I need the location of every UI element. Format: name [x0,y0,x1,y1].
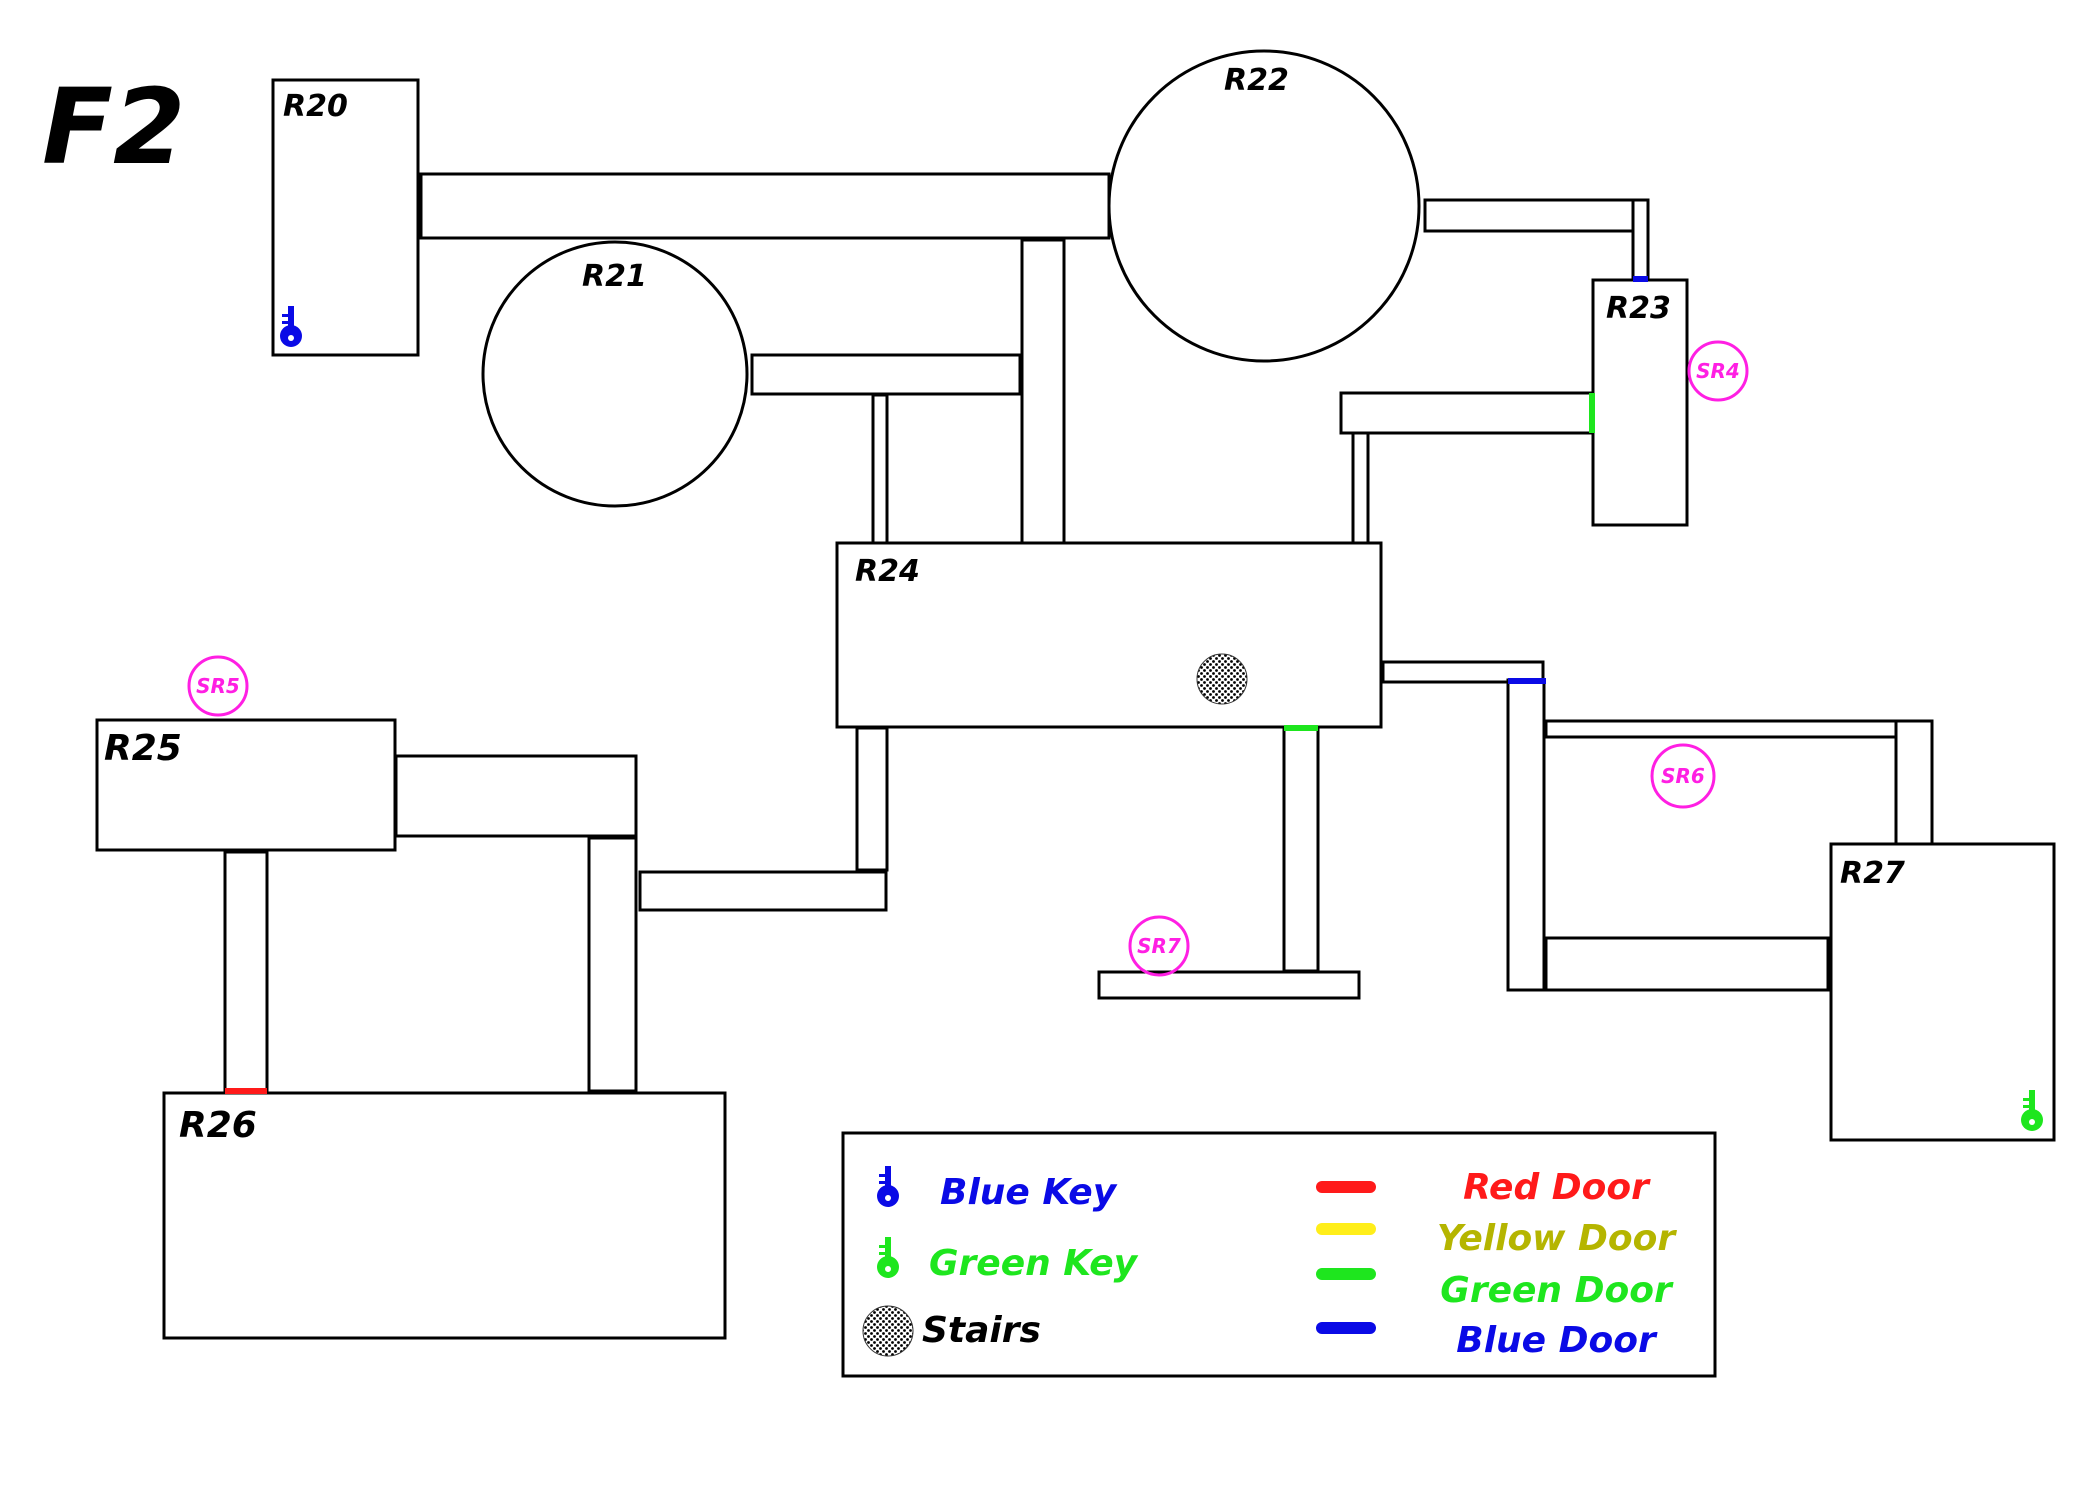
corridor-r23-west [1339,391,1593,435]
room-label-r25: R25 [104,728,182,769]
corridor-r27-bottom [1544,936,1830,992]
legend-red-door-label: Red Door [1463,1167,1651,1208]
corridor-r27-top [1544,719,1898,739]
safe-room-sr7[interactable]: SR7 [1128,915,1190,977]
corridor-sr7-horizontal [1097,970,1361,1000]
corridor-r25-east [394,754,638,838]
safe-room-label-sr5: SR5 [196,674,240,698]
room-label-r26: R26 [179,1105,257,1146]
legend-box [841,1131,1717,1378]
room-label-r24: R24 [855,554,920,589]
room-label-r23: R23 [1606,291,1671,326]
room-labels: R20 R21 R22 R23 R24 R25 R26 R27 [104,63,1905,1146]
safe-room-label-sr7: SR7 [1137,934,1181,958]
doors [225,276,1648,1094]
room-r25[interactable] [95,718,397,852]
corridor-r27-top-vertical [1894,719,1934,847]
room-label-r20: R20 [283,89,348,124]
corridor-east-vertical [1506,678,1546,992]
room-r22[interactable] [1107,49,1421,363]
legend-yellow-door-label: Yellow Door [1437,1218,1677,1259]
corridor-r24-east [1381,660,1545,684]
corridor-r23-r24-vertical [1351,431,1370,545]
corridor-r22-r23-vertical [1631,198,1650,280]
corridor-r25-r26-vertical [223,850,269,1093]
room-label-r21: R21 [582,259,647,294]
stairs-icon [862,1305,914,1357]
room-r27[interactable] [1829,842,2056,1142]
stairs-icon[interactable] [1196,653,1248,705]
corridor-r26-east-vertical [587,836,638,1093]
safe-room-label-sr6: SR6 [1661,764,1705,788]
legend-blue-key-label: Blue Key [940,1172,1118,1213]
room-r26[interactable] [162,1091,727,1340]
corridor-sw-horizontal [638,870,888,912]
legend-green-key-label: Green Key [929,1243,1139,1284]
safe-room-sr6[interactable]: SR6 [1650,743,1716,809]
room-r21[interactable] [481,240,749,508]
legend-blue-door-label: Blue Door [1456,1320,1658,1361]
corridors [223,172,1934,1093]
room-label-r27: R27 [1840,856,1905,891]
floor-label: F2 [42,66,185,188]
corridor-r24-south [1282,726,1320,973]
safe-room-markers: SR4 SR5 SR6 SR7 [187,340,1749,977]
corridor-r20-r22 [419,172,1111,240]
corridor-r22-east [1423,198,1635,233]
rooms [95,49,2056,1340]
safe-room-label-sr4: SR4 [1696,359,1740,383]
corridor-vertical-main-r24 [1020,238,1066,545]
legend-stairs-label: Stairs [922,1310,1041,1351]
safe-room-sr5[interactable]: SR5 [187,655,249,717]
room-r24[interactable] [835,541,1383,729]
corridor-r24-sw-vertical [855,726,889,872]
safe-room-sr4[interactable]: SR4 [1687,340,1749,402]
corridor-vertical-r21-r24 [871,393,889,545]
room-r20[interactable] [271,78,420,357]
corridor-r21-east [750,353,1022,396]
legend-green-door-label: Green Door [1440,1270,1674,1311]
legend: Blue Key Green Key Stairs Red Door Yello… [841,1131,1717,1378]
room-label-r22: R22 [1224,63,1289,98]
